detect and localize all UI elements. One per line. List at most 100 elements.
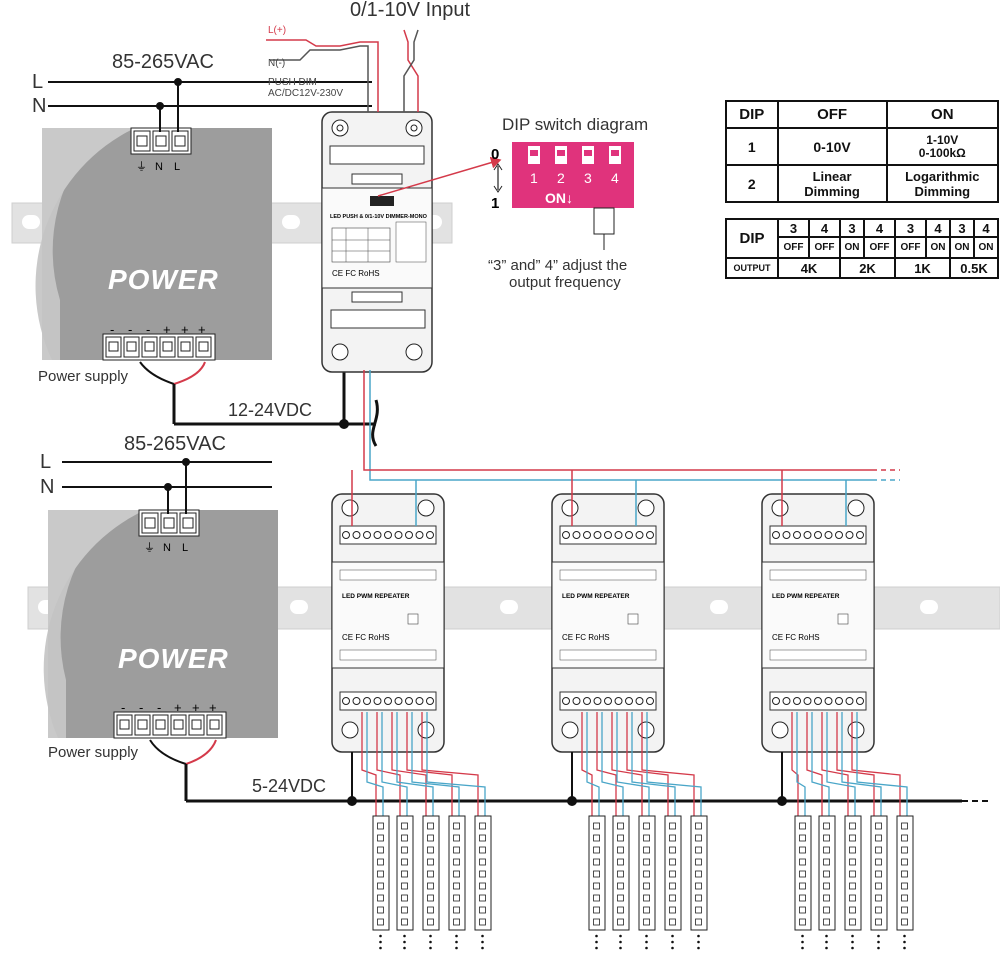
table1-header-off: OFF	[776, 100, 888, 129]
output-sign-top-6: +	[198, 322, 206, 337]
table1-row1-on: 1-10V 0-100kΩ	[885, 127, 1000, 166]
table2-switch-5: 3	[894, 218, 928, 238]
table1-row1-off: 0-10V	[776, 127, 888, 166]
led-strip-1-2	[376, 712, 414, 950]
table1-row2-on: Logarithmic Dimming	[885, 164, 1000, 203]
output-sign-bottom-2: -	[139, 700, 143, 715]
repeater-label-2: LED PWM REPEATER	[562, 593, 630, 600]
dip-state-on: 1	[491, 195, 499, 212]
push-dim-l-label: L(+)	[268, 25, 286, 36]
table2-output-label: OUTPUT	[725, 257, 779, 279]
output-sign-bottom-5: +	[192, 700, 200, 715]
terminal-n-label-top: N	[155, 161, 163, 173]
table2-state-2: OFF	[808, 236, 842, 259]
pwm-repeater-1: LED PWM REPEATER CE FC RoHS	[331, 470, 445, 806]
pwm-repeater-2: LED PWM REPEATER CE FC RoHS	[551, 470, 665, 806]
table2-state-7: ON	[949, 236, 975, 259]
table2-output-4: 0.5K	[949, 257, 999, 279]
terminal-l-label-bottom: L	[182, 542, 188, 554]
table2-switch-2: 4	[808, 218, 842, 238]
table2-output-2: 2K	[839, 257, 897, 279]
output-sign-top-4: +	[163, 322, 171, 337]
led-strip-2-2	[596, 712, 630, 950]
push-dim-line1: PUSH DIM	[268, 77, 317, 88]
title: 0/1-10V Input	[350, 0, 471, 21]
output-sign-top-1: -	[110, 322, 114, 337]
led-strip-1-5	[421, 712, 492, 950]
push-dim-line2: AC/DC12V-230V	[268, 88, 343, 99]
dc-bus-label-bottom: 5-24VDC	[252, 776, 326, 796]
table2-state-1: OFF	[776, 236, 811, 259]
dip-state-off: 0	[491, 146, 499, 163]
output-terminal-block-top	[102, 333, 216, 361]
input-terminal-block-bottom	[138, 509, 200, 537]
led-strip-3-1	[791, 712, 812, 950]
dc-bus-label-top: 12-24VDC	[228, 400, 312, 420]
dip-on-label: ON↓	[545, 190, 573, 206]
table2-switch-7: 3	[949, 218, 975, 238]
voltage-label-bottom: 85-265VAC	[124, 433, 226, 455]
led-strip-2-3	[611, 712, 656, 950]
power-text-bottom: POWER	[118, 643, 229, 674]
table2-output-1: 4K	[776, 257, 842, 279]
push-dim-n-label: N(-)	[268, 58, 285, 69]
dc-bus-top	[139, 361, 376, 429]
power-supply-bottom	[43, 510, 279, 738]
terminal-ground-label-top: ⏚	[136, 160, 147, 173]
table2-state-6: ON	[925, 236, 951, 259]
terminal-ground-label-bottom: ⏚	[144, 541, 155, 554]
voltage-label-top: 85-265VAC	[112, 51, 214, 73]
dip-num-2: 2	[557, 170, 565, 186]
dip-num-1: 1	[530, 170, 538, 186]
dip-switch-graphic	[493, 142, 634, 250]
repeater-cert-1: CE FC RoHS	[342, 633, 390, 642]
led-strip-2-4	[626, 712, 682, 950]
output-sign-top-5: +	[181, 322, 189, 337]
output-sign-bottom-4: +	[174, 700, 182, 715]
output-sign-top-2: -	[128, 322, 132, 337]
power-text-top: POWER	[108, 264, 219, 295]
output-sign-bottom-6: +	[209, 700, 217, 715]
led-strip-3-3	[821, 712, 862, 950]
output-sign-bottom-1: -	[121, 700, 125, 715]
terminal-l-label-top: L	[174, 161, 180, 173]
dip-note-line1: “3” and” 4” adjust the	[488, 257, 627, 274]
dip-note-line2: output frequency	[509, 274, 621, 291]
table2-state-5: OFF	[894, 236, 928, 259]
led-strip-2-5	[641, 712, 708, 950]
dimmer-cert: CE FC RoHS	[332, 269, 380, 278]
power-supply-top	[35, 128, 272, 360]
table2-switch-8: 4	[972, 218, 1000, 238]
output-sign-bottom-3: -	[157, 700, 161, 715]
dip-num-4: 4	[611, 170, 619, 186]
dip-frequency-table: DIP 3 4 3 4 3 4 3 4 OFF OFF ON OFF OFF O…	[725, 218, 1000, 279]
repeater-label-1: LED PWM REPEATER	[342, 593, 410, 600]
table1-row2-off: Linear Dimming	[776, 164, 888, 203]
dip-diagram-title: DIP switch diagram	[502, 115, 648, 134]
dip-function-table: DIP OFF ON 1 0-10V 1-10V 0-100kΩ 2 Linea…	[725, 100, 1000, 203]
dip-num-3: 3	[584, 170, 592, 186]
led-strip-3-4	[836, 712, 888, 950]
led-strip-2-1	[581, 712, 606, 950]
table2-switch-3: 3	[839, 218, 865, 238]
line-label-bottom: L	[40, 451, 51, 473]
ac-lines-bottom	[62, 458, 272, 514]
neutral-label-top: N	[32, 95, 46, 117]
table1-header-on: ON	[885, 100, 1000, 129]
table2-switch-1: 3	[776, 218, 811, 238]
ac-lines-top	[48, 78, 372, 132]
table2-state-3: ON	[839, 236, 865, 259]
repeater-cert-2: CE FC RoHS	[562, 633, 610, 642]
table2-state-8: ON	[972, 236, 1000, 259]
dimmer-module	[321, 111, 433, 373]
led-strip-1-1	[361, 712, 390, 950]
led-strip-3-2	[806, 712, 836, 950]
output-sign-top-3: -	[146, 322, 150, 337]
led-strip-1-4	[406, 712, 466, 950]
output-terminal-block-bottom	[113, 711, 227, 739]
led-strip-3-5	[851, 712, 914, 950]
table2-state-4: OFF	[862, 236, 897, 259]
table1-row1-dip: 1	[725, 127, 779, 166]
